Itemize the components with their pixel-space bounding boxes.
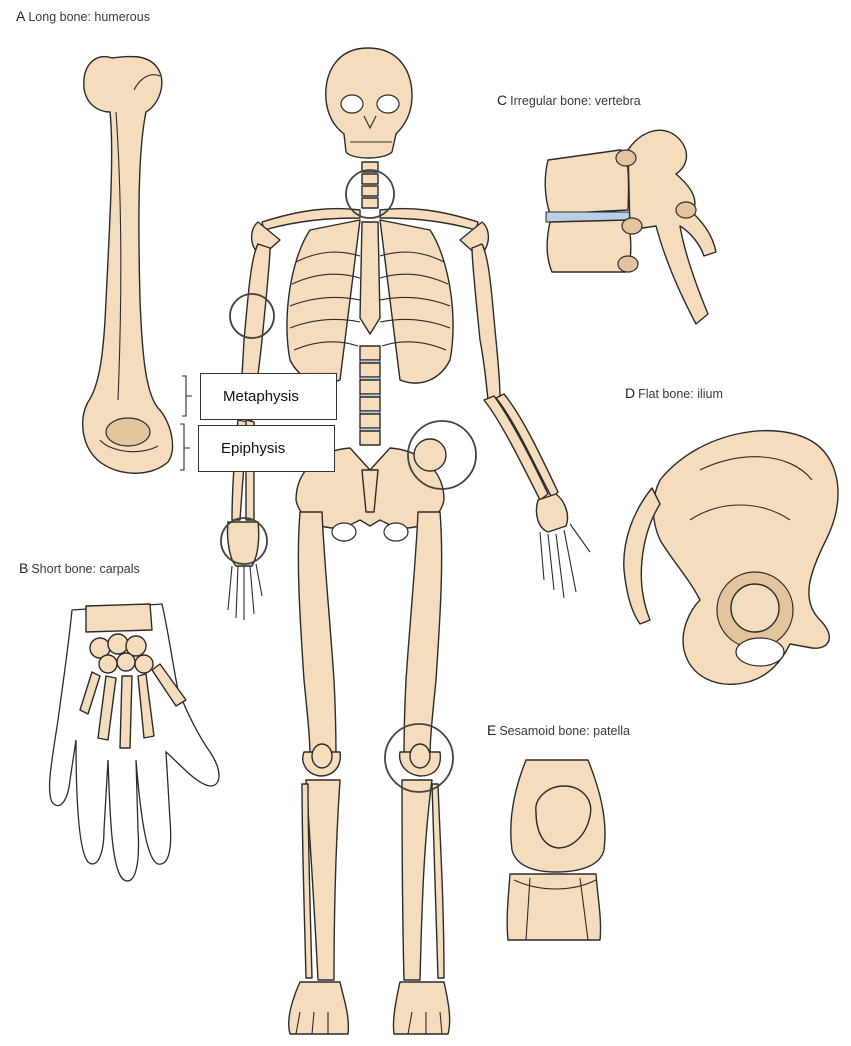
panel-c-letter: C: [497, 92, 507, 108]
panel-d-text: Flat bone: ilium: [638, 387, 723, 401]
panel-a-text: Long bone: humerous: [28, 10, 150, 24]
metaphysis-label: Metaphysis: [223, 388, 299, 405]
panel-e-letter: E: [487, 722, 496, 738]
vertebra-bone: [545, 130, 716, 324]
panel-d-letter: D: [625, 385, 635, 401]
metaphysis-callout: Metaphysis: [200, 373, 337, 420]
hand-carpals: [50, 604, 219, 881]
panel-b-letter: B: [19, 560, 28, 576]
panel-a-letter: A: [16, 8, 25, 24]
epiphysis-callout: Epiphysis: [198, 425, 335, 472]
panel-e-text: Sesamoid bone: patella: [499, 724, 630, 738]
humerus-bone: [83, 56, 173, 473]
epiphysis-label: Epiphysis: [221, 440, 285, 457]
panel-c-text: Irregular bone: vertebra: [510, 94, 641, 108]
ilium-bone: [624, 431, 838, 685]
epiphysis-bracket: [180, 424, 190, 470]
metaphysis-bracket: [182, 376, 192, 416]
patella-knee: [507, 760, 605, 940]
panel-b-text: Short bone: carpals: [31, 562, 139, 576]
